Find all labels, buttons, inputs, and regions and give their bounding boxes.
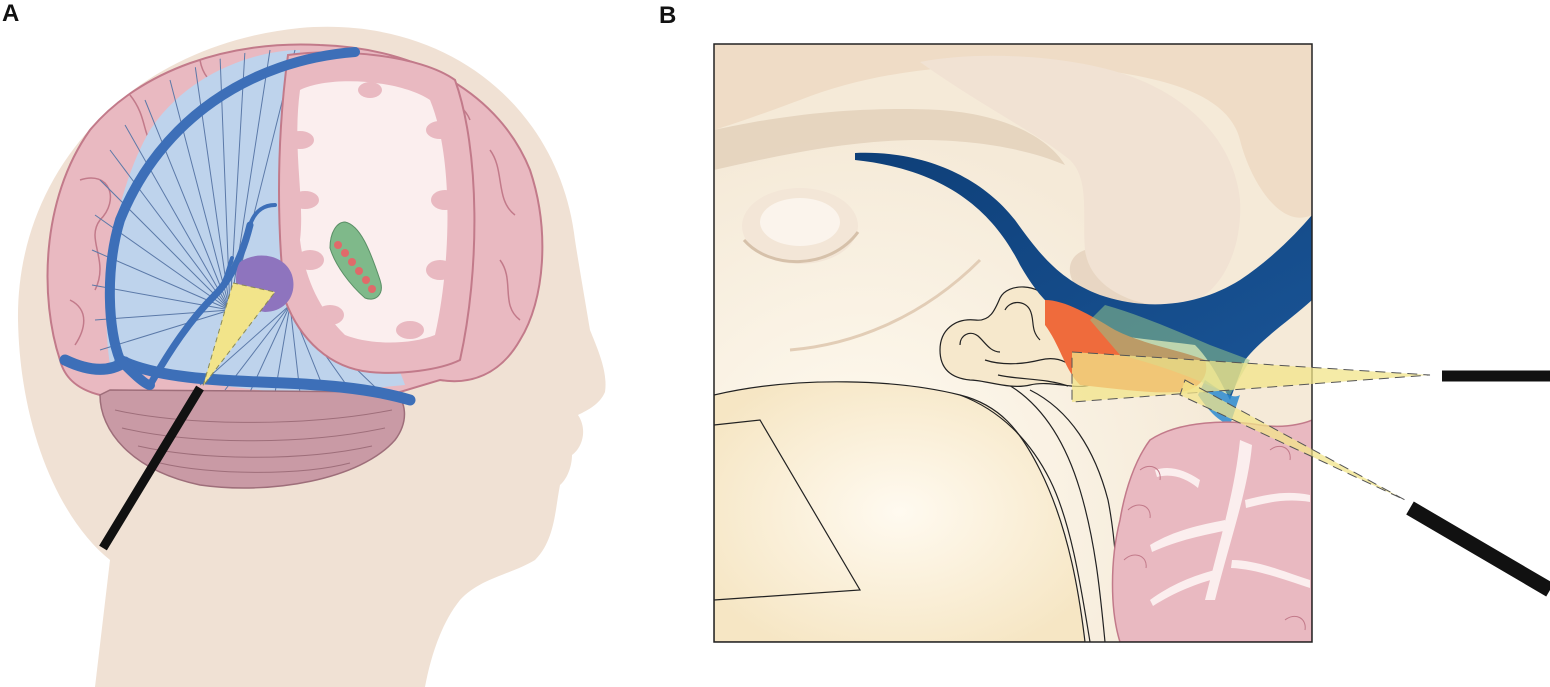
panel-b-frame <box>713 43 1313 643</box>
endoscope-b-lower <box>1406 501 1550 597</box>
panel-label-a: A <box>2 0 20 27</box>
deep-veins <box>59 47 416 406</box>
thalamus-shadow <box>742 231 860 264</box>
splenium <box>920 55 1241 306</box>
white-matter <box>297 81 448 343</box>
great-vein <box>855 152 1312 400</box>
faint-contour <box>789 258 982 352</box>
cut-gyri <box>286 82 459 339</box>
brainstem-region <box>714 381 1086 642</box>
cerebellum <box>99 389 406 489</box>
cerebellum-b-folia <box>1123 445 1306 631</box>
panel-label-b: B <box>659 2 677 29</box>
thalamus-highlight <box>760 198 840 246</box>
lesion-red-dots <box>334 241 376 293</box>
panel-b <box>713 43 1550 643</box>
upper-structure <box>714 44 1312 218</box>
upper-shadow <box>714 109 1065 170</box>
cerebellum-b-arbor <box>1150 440 1310 606</box>
trajectory-upper <box>1071 351 1431 403</box>
trajectory-lower <box>1179 379 1406 501</box>
endoscope-a <box>99 385 204 551</box>
inner-outline <box>714 419 862 601</box>
trajectory-cone <box>202 282 276 387</box>
panel-a <box>17 26 606 687</box>
tectal-folds <box>959 301 1081 387</box>
